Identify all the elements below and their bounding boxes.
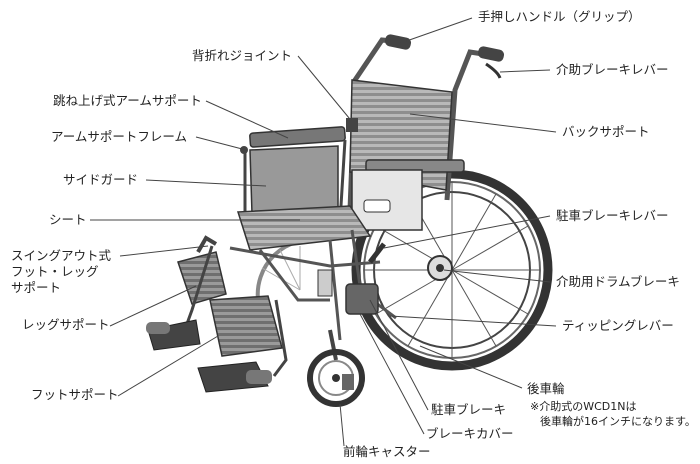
- label-swing-out-line3: サポート: [11, 280, 62, 295]
- front-caster-graphic: [307, 329, 365, 407]
- label-assist-brake-lever: 介助ブレーキレバー: [556, 62, 669, 77]
- label-rear-wheel-note-1: ※介助式のWCD1Nは: [530, 400, 637, 413]
- rear-wheel-graphic: [351, 169, 553, 371]
- label-rear-wheel: 後車輪: [527, 381, 565, 396]
- label-swing-out-line1: スイングアウト式: [11, 248, 112, 263]
- label-parking-brake: 駐車ブレーキ: [431, 402, 507, 417]
- label-back-support: バックサポート: [562, 124, 650, 139]
- label-back-fold-joint: 背折れジョイント: [192, 48, 293, 63]
- seat-graphic: [236, 205, 372, 251]
- label-parking-brake-lever: 駐車ブレーキレバー: [556, 208, 669, 223]
- back-fold-joint-graphic: [346, 118, 358, 132]
- label-handle-grip: 手押しハンドル（グリップ）: [478, 9, 641, 24]
- label-armrest-frame: アームサポートフレーム: [51, 129, 188, 144]
- label-rear-wheel-note-2: 後車輪が16インチになります。: [540, 415, 696, 428]
- label-seat: シート: [49, 212, 87, 227]
- label-tipping-lever: ティッピングレバー: [562, 318, 674, 333]
- leader-lines: [90, 17, 557, 447]
- label-brake-cover: ブレーキカバー: [426, 426, 514, 441]
- label-foot-support: フットサポート: [31, 387, 119, 402]
- label-side-guard: サイドガード: [63, 172, 139, 187]
- armrest-pad-graphic: [249, 126, 346, 148]
- side-guard-graphic: [249, 145, 339, 215]
- label-leg-support: レッグサポート: [22, 317, 110, 332]
- leg-foot-support-graphic: [146, 235, 288, 393]
- label-swing-out-line2: フット・レッグ: [11, 264, 99, 279]
- label-flip-up-armrest: 跳ね上げ式アームサポート: [53, 93, 202, 108]
- label-assist-drum-brake: 介助用ドラムブレーキ: [556, 274, 680, 289]
- label-front-caster: 前輪キャスター: [343, 444, 431, 459]
- brake-cover-graphic: [345, 283, 379, 315]
